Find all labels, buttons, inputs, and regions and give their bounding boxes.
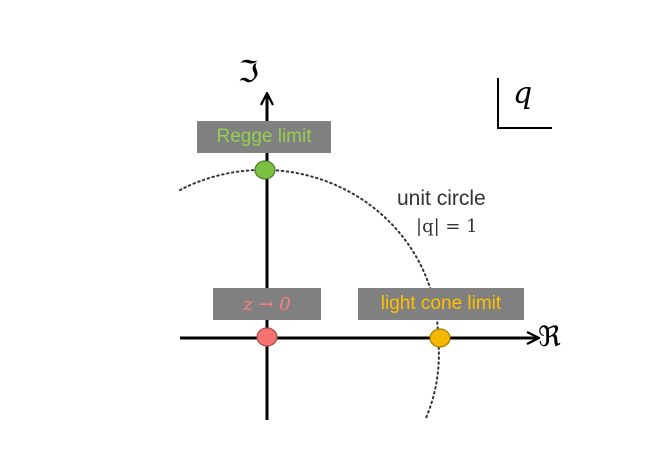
regge-limit-label-box: Regge limit <box>197 121 331 153</box>
regge-limit-point <box>254 160 276 180</box>
light-cone-label-box: light cone limit <box>358 288 524 320</box>
light-cone-label: light cone limit <box>380 293 502 314</box>
variable-symbol: q <box>513 76 533 111</box>
variable-box-frame <box>497 78 552 129</box>
regge-limit-label: Regge limit <box>216 126 312 147</box>
real-axis-label: ℜ <box>538 320 561 353</box>
light-cone-point <box>429 328 451 348</box>
imaginary-axis-label: ℑ <box>238 55 259 90</box>
unit-circle-arc <box>179 168 440 419</box>
z-zero-label-box: z → 0 <box>213 288 321 320</box>
z-zero-label: z → 0 <box>243 293 291 315</box>
z-zero-point <box>256 327 278 347</box>
unit-circle-formula: |q| = 1 <box>416 216 478 237</box>
unit-circle-label: unit circle <box>397 187 486 210</box>
